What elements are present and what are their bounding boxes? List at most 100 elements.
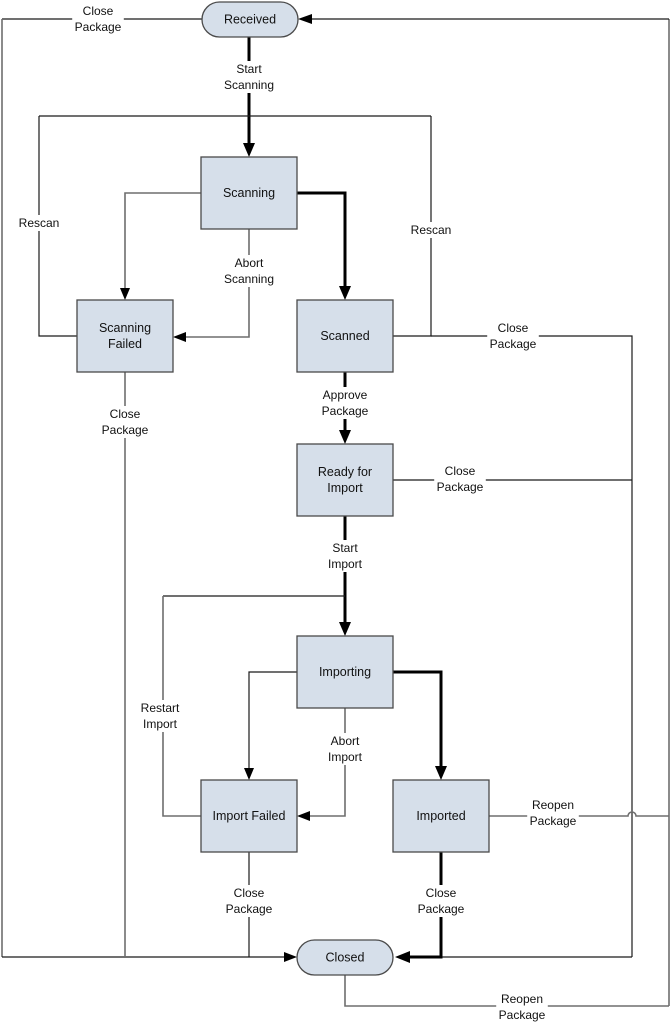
edge-label-line: Package (322, 404, 369, 418)
state-imported-label: Imported (416, 809, 465, 823)
edge-label-line: Abort (235, 256, 264, 270)
edge-label-background (415, 885, 467, 917)
edge-label-line: Abort (331, 734, 360, 748)
edge-label-line: Reopen (532, 798, 574, 812)
state-scanning-failed-label-2: Failed (108, 337, 142, 351)
edge-label-background (219, 61, 279, 93)
edge-label-line: Package (437, 480, 484, 494)
arrow-into-scanning-failed-top (120, 288, 130, 300)
edge-label-background (319, 387, 371, 419)
state-imported[interactable]: Imported (392, 779, 490, 853)
edge-label-line: Start (236, 62, 262, 76)
state-received-label: Received (224, 13, 276, 27)
edge-label-line: Reopen (501, 992, 543, 1006)
edge-scanning-to-scanned (297, 191, 347, 288)
edge-restart-import-vertical (162, 596, 201, 817)
edge-label-line: Close (445, 464, 476, 478)
state-scanning-label: Scanning (223, 186, 275, 200)
edge-label-line: Import (143, 717, 178, 731)
edge-label-line: Close (498, 321, 529, 335)
arrow-into-importing (339, 622, 351, 636)
edge-label-line: Scanning (224, 78, 274, 92)
arrow-into-scanning-failed-right (173, 332, 186, 342)
edge-label-background (322, 733, 368, 765)
edge-scanning-to-failed (124, 192, 201, 290)
state-scanning-failed-label-1: Scanning (99, 321, 151, 335)
state-importing[interactable]: Importing (296, 635, 394, 709)
edge-label-background (434, 463, 486, 495)
edge-label-background (72, 3, 124, 35)
arrow-into-ready (339, 430, 351, 444)
arrow-into-received (298, 14, 312, 24)
state-scanned[interactable]: Scanned (296, 299, 394, 373)
edge-label-line: Package (102, 423, 149, 437)
edge-label-line: Rescan (19, 216, 60, 230)
state-importing-label: Importing (319, 665, 371, 679)
state-scanning[interactable]: Scanning (200, 156, 298, 230)
edge-reopen-closed (344, 975, 669, 1007)
edge-label-line: Package (226, 902, 273, 916)
edge-label-line: Scanning (224, 272, 274, 286)
edge-label-line: Restart (141, 701, 180, 715)
edge-label-line: Close (426, 886, 457, 900)
edge-label-line: Approve (323, 388, 368, 402)
edge-reopen-imported (489, 811, 669, 817)
arrow-into-closed-left (284, 952, 297, 962)
edge-label-background (496, 991, 548, 1023)
arrow-into-closed-right (395, 951, 410, 963)
edge-label-line: Package (75, 20, 122, 34)
edge-rescan-left (38, 116, 77, 337)
edge-label-background (487, 320, 539, 352)
edge-label-background (134, 700, 186, 732)
state-import-failed-label: Import Failed (213, 809, 286, 823)
edge-label-line: Close (234, 886, 265, 900)
state-import-failed[interactable]: Import Failed (200, 779, 298, 853)
edge-label-background (322, 540, 368, 572)
edge-close-scanned (431, 335, 633, 957)
state-ready-for-import[interactable]: Ready for Import (296, 443, 394, 517)
edge-label-line: Close (83, 4, 114, 18)
edge-label-line: Package (490, 337, 537, 351)
state-received[interactable]: Received (201, 1, 299, 38)
edge-importing-to-imported (393, 670, 443, 768)
edge-label-line: Package (499, 1008, 546, 1022)
state-ready-label-1: Ready for (318, 465, 372, 479)
edge-label-background (223, 885, 275, 917)
arrow-into-scanning (243, 143, 255, 157)
edge-label-line: Package (418, 902, 465, 916)
state-scanning-failed[interactable]: Scanning Failed (76, 299, 174, 373)
state-closed[interactable]: Closed (296, 939, 394, 976)
edge-label-line: Import (328, 750, 363, 764)
edge-label-line: Rescan (411, 223, 452, 237)
edge-label-rescan-left: Rescan (16, 215, 62, 231)
arrow-into-import-failed-top (244, 768, 254, 780)
arrow-into-scanned (339, 286, 351, 300)
edge-label-line: Package (530, 814, 577, 828)
state-ready-label-2: Import (327, 481, 363, 495)
edge-label-background (99, 406, 151, 438)
edge-label-background (16, 215, 62, 231)
arrow-into-import-failed-right (297, 811, 310, 821)
edge-label-background (219, 255, 279, 287)
edge-label-background (408, 222, 454, 238)
arrow-into-imported (435, 766, 447, 780)
edge-label-line: Close (110, 407, 141, 421)
state-closed-label: Closed (326, 951, 365, 965)
edge-label-line: Import (328, 557, 363, 571)
edge-label-line: Start (332, 541, 358, 555)
edge-label-background (527, 797, 579, 829)
state-scanned-label: Scanned (320, 329, 369, 343)
